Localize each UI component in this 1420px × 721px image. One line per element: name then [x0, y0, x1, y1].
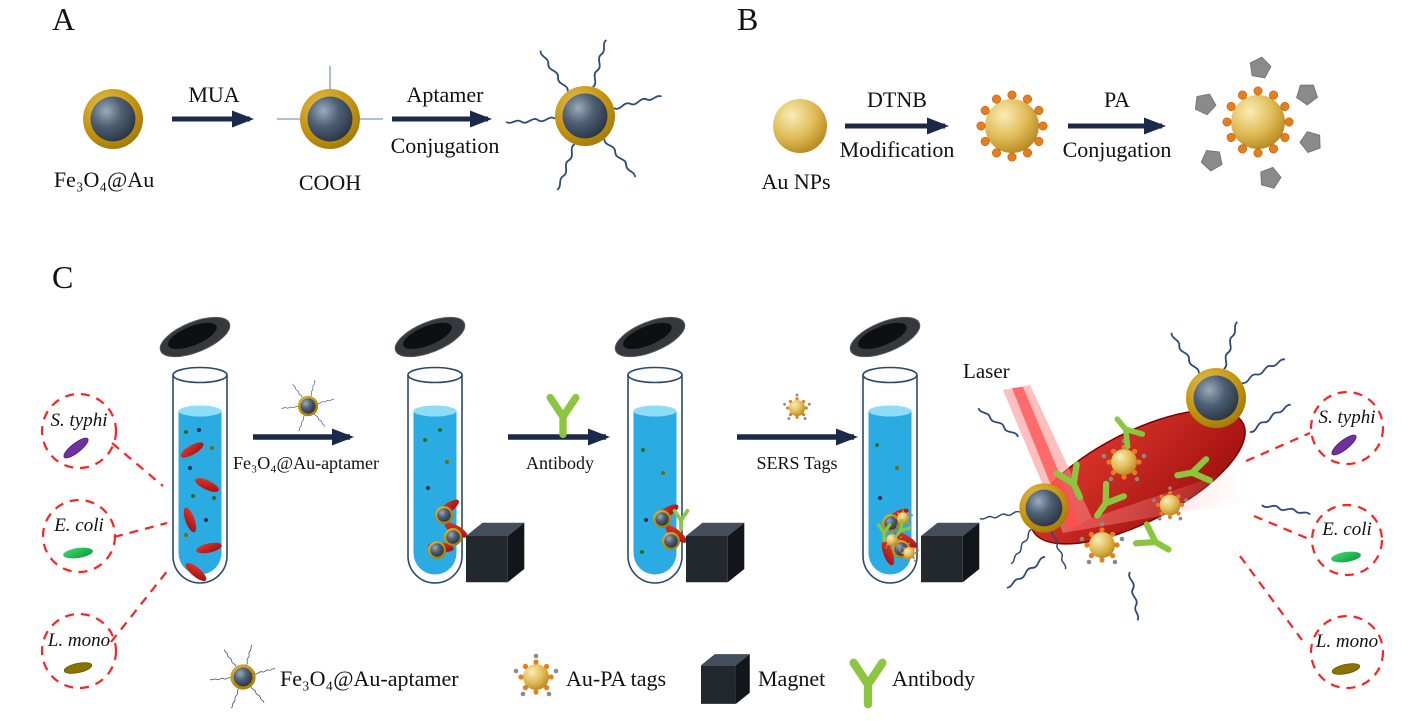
legend-magnet-label: Magnet: [758, 666, 825, 691]
tube-cap: [389, 308, 471, 366]
fe3o4-au-aptamer-mini-icon: [281, 380, 334, 431]
bacteria-sers-complex: [976, 320, 1312, 622]
test-tube-3: [609, 308, 745, 584]
legend-magnet-icon: [701, 654, 750, 704]
test-tube-4: [844, 308, 980, 584]
captured-bacteria-cluster: [423, 428, 470, 559]
fe3o4-au-aptamer-particle: [506, 39, 662, 190]
complex-antibody-icon: [1136, 525, 1174, 559]
l-mono-label-left: L. mono: [47, 630, 110, 651]
magnet-icon: [686, 522, 745, 583]
magnet-icon: [921, 522, 980, 583]
tube-cap: [154, 308, 236, 366]
legend: Fe₃O₄@Au-aptamer Au-PA tags Magnet Antib…: [210, 645, 975, 709]
s-typhi-label-right: S. typhi: [1319, 407, 1376, 428]
pa-label: PA: [1104, 87, 1130, 112]
l-mono-label-right: L. mono: [1315, 631, 1378, 652]
conjugation-label-b: Conjugation: [1063, 137, 1172, 162]
sers-tag-mini-icon: [783, 393, 811, 420]
panel-c-label: C: [52, 259, 73, 295]
test-tube-1: [154, 308, 236, 584]
modification-label: Modification: [840, 137, 955, 162]
cooh-caption: COOH: [299, 170, 361, 195]
antibody-icon: [550, 398, 576, 435]
conjugation-label-a: Conjugation: [391, 133, 500, 158]
l-mono-callout-left: [40, 612, 118, 690]
e-coli-bacterium-icon: [1331, 551, 1361, 563]
antibody-arrow-label: Antibody: [526, 453, 594, 473]
fe3o4-au-caption: Fe₃O₄@Au: [54, 167, 154, 192]
target-bacteria-left: S. typhi E. coli L. mono: [40, 392, 118, 690]
panel-a: A Fe₃O₄@Au MUA COOH Aptamer Conjugation: [52, 1, 662, 195]
laser-label: Laser: [963, 359, 1010, 383]
left-connector-lines: [110, 442, 169, 643]
mua-label: MUA: [188, 82, 239, 107]
l-mono-bacterium-icon: [63, 662, 93, 674]
legend-au-pa-tags-label: Au-PA tags: [566, 666, 666, 691]
e-coli-callout-right: [1310, 503, 1384, 577]
sample-bacteria: [178, 428, 223, 584]
aptamer-label: Aptamer: [407, 82, 485, 107]
target-bacteria-right: S. typhi E. coli L. mono: [1309, 390, 1385, 690]
test-tube-2: [389, 308, 525, 584]
panel-b: B Au NPs DTNB Modification PA Conjugatio…: [737, 1, 1325, 194]
legend-antibody-label: Antibody: [892, 666, 975, 691]
legend-au-pa-tag-icon: [513, 653, 559, 697]
antibody-labeled-cluster: [640, 448, 690, 554]
legend-fe3o4-au-aptamer-label: Fe₃O₄@Au-aptamer: [280, 666, 459, 691]
e-coli-callout-left: [41, 498, 117, 574]
s-typhi-callout-left: [40, 392, 118, 470]
fe3o4-au-particle: [83, 89, 143, 149]
sers-tags-arrow-label: SERS Tags: [757, 453, 838, 473]
s-typhi-callout-right: [1309, 390, 1385, 466]
cooh-particle: [277, 66, 383, 149]
e-coli-label-left: E. coli: [53, 515, 104, 536]
tube-cap: [609, 308, 691, 366]
dtnb-label: DTNB: [867, 87, 927, 112]
magnet-icon: [466, 522, 525, 583]
s-typhi-bacterium-icon: [1331, 434, 1357, 456]
sers-labeled-cluster: [875, 443, 920, 567]
e-coli-bacterium-icon: [63, 547, 93, 559]
capture-arrow-label: Fe₃O₄@Au-aptamer: [233, 453, 379, 473]
au-np-caption: Au NPs: [761, 169, 830, 194]
au-pa-particle: [1191, 54, 1325, 190]
legend-fe3o4-au-aptamer-icon: [210, 645, 275, 709]
au-np-particle: [773, 99, 827, 153]
panel-b-label: B: [737, 1, 758, 37]
s-typhi-bacterium-icon: [63, 437, 89, 459]
right-connector-lines: [1239, 431, 1311, 641]
laser-beam: [1003, 385, 1252, 533]
panel-c: C S. typhi E. coli L. mono: [40, 259, 1385, 709]
l-mono-callout-right: [1309, 614, 1385, 690]
panel-a-label: A: [52, 1, 75, 37]
dtnb-modified-particle: [976, 90, 1048, 162]
tube-cap: [844, 308, 926, 366]
legend-antibody-icon: [854, 663, 883, 704]
e-coli-label-right: E. coli: [1321, 519, 1372, 540]
l-mono-bacterium-icon: [1331, 663, 1361, 675]
complex-fe3o4-au-particle-2: [979, 483, 1069, 571]
s-typhi-label-left: S. typhi: [51, 410, 108, 431]
